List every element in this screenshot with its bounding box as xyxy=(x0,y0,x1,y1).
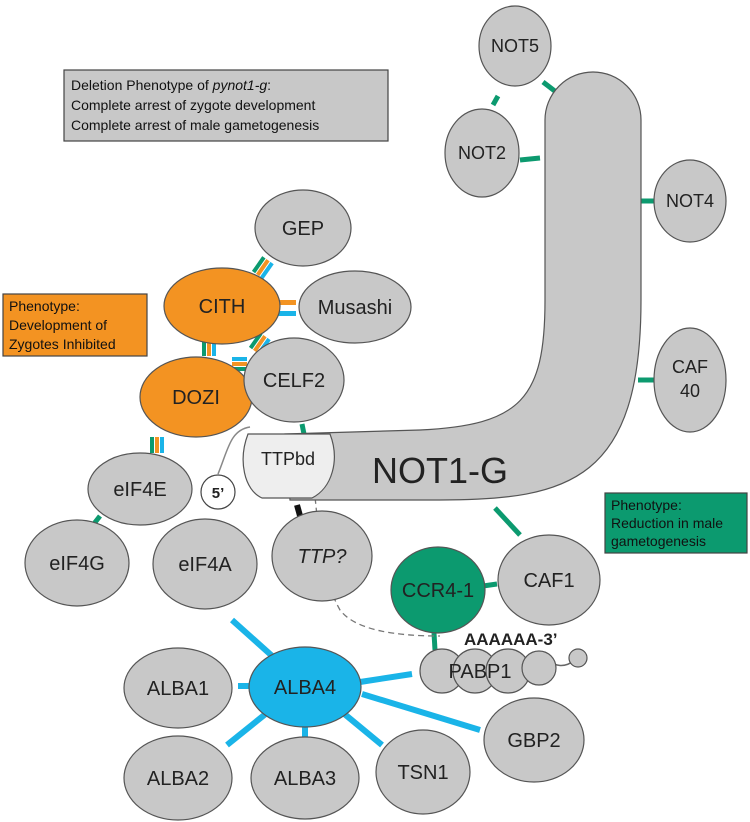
connector-not2-not1 xyxy=(519,155,541,163)
node-celf2: CELF2 xyxy=(243,337,345,423)
node-dozi: DOZI xyxy=(139,356,253,438)
svg-text:Phenotype:: Phenotype: xyxy=(9,298,80,314)
svg-text:ALBA1: ALBA1 xyxy=(147,678,209,700)
double-connector-cith-dozi xyxy=(202,340,216,356)
not1g-scaffold xyxy=(284,71,642,501)
mrna-5prime-loop xyxy=(217,426,251,475)
double-connector-cith-musashi xyxy=(273,300,296,316)
connector-alba4-tsn1 xyxy=(340,709,384,748)
svg-text:DOZI: DOZI xyxy=(172,387,220,409)
node-alba4: ALBA4 xyxy=(248,646,362,728)
svg-text:NOT2: NOT2 xyxy=(458,143,506,163)
svg-text:CCR4-1: CCR4-1 xyxy=(402,580,474,602)
connector-alba4-gbp2 xyxy=(361,691,481,733)
connector-ccr4-pabp1 xyxy=(431,632,438,651)
node-tsn1: TSN1 xyxy=(375,729,471,815)
node-gbp2: GBP2 xyxy=(483,697,585,783)
node-alba1: ALBA1 xyxy=(123,647,233,729)
node-not4: NOT4 xyxy=(653,159,727,243)
svg-text:40: 40 xyxy=(680,381,700,401)
svg-text:NOT5: NOT5 xyxy=(491,36,539,56)
svg-text:Phenotype:: Phenotype: xyxy=(611,497,682,513)
svg-text:ALBA3: ALBA3 xyxy=(274,768,336,790)
svg-text:GEP: GEP xyxy=(282,218,324,240)
node-eif4a: eIF4A xyxy=(152,518,258,610)
connector-alba4-pabp1 xyxy=(359,671,413,685)
node-not2: NOT2 xyxy=(444,108,520,198)
svg-text:Reduction in male: Reduction in male xyxy=(611,515,723,531)
double-connector-dozi-eif4e xyxy=(150,437,164,453)
svg-text:gametogenesis: gametogenesis xyxy=(611,533,706,549)
node-musashi: Musashi xyxy=(298,270,412,344)
svg-text:eIF4A: eIF4A xyxy=(178,554,232,576)
node-ttp: TTP? xyxy=(271,510,373,602)
deletion-phenotype-box: Deletion Phenotype of pynot1-g: Complete… xyxy=(63,69,389,142)
node-pabp1: PABP1 xyxy=(419,648,588,694)
node-eif4g: eIF4G xyxy=(24,519,130,607)
five-prime-label: 5’ xyxy=(212,485,225,502)
svg-text:Zygotes Inhibited: Zygotes Inhibited xyxy=(9,336,116,352)
not1g-label: NOT1-G xyxy=(372,450,508,491)
ttpbd-domain xyxy=(242,433,335,499)
svg-text:NOT4: NOT4 xyxy=(666,191,714,211)
five-prime-cap xyxy=(200,474,236,510)
svg-text:CAF: CAF xyxy=(672,357,708,377)
svg-text:CELF2: CELF2 xyxy=(263,370,325,392)
svg-text:TSN1: TSN1 xyxy=(397,762,448,784)
svg-text:ALBA2: ALBA2 xyxy=(147,768,209,790)
ttpbd-label: TTPbd xyxy=(261,449,315,469)
node-cith: CITH xyxy=(163,267,281,345)
double-connector-gep-cith xyxy=(251,256,274,279)
connector-alba4-alba2 xyxy=(225,709,270,748)
svg-text:ALBA4: ALBA4 xyxy=(274,677,336,699)
svg-text:GBP2: GBP2 xyxy=(507,730,560,752)
svg-text:Complete arrest of zygote deve: Complete arrest of zygote development xyxy=(71,97,315,113)
node-alba3: ALBA3 xyxy=(250,736,360,820)
svg-text:PABP1: PABP1 xyxy=(449,661,512,683)
node-ccr41: CCR4-1 xyxy=(390,546,486,634)
node-not5: NOT5 xyxy=(478,5,552,87)
connector-celf2-not1 xyxy=(299,423,307,435)
svg-text:CITH: CITH xyxy=(199,296,246,318)
node-eif4e: eIF4E xyxy=(87,452,193,526)
nodes: NOT5 NOT2 NOT4 CAF 40 GEP CITH Musashi xyxy=(24,5,727,821)
connector-caf1-not1 xyxy=(493,506,522,537)
double-connector-dozi-celf2 xyxy=(232,357,247,371)
green-phenotype-box: Phenotype: Reduction in male gametogenes… xyxy=(604,492,748,554)
node-gep: GEP xyxy=(254,189,352,267)
node-caf40: CAF 40 xyxy=(653,327,727,433)
svg-text:TTP?: TTP? xyxy=(298,546,348,568)
svg-text:Development of: Development of xyxy=(9,317,107,333)
svg-text:Complete arrest of male gameto: Complete arrest of male gametogenesis xyxy=(71,117,319,133)
svg-text:Deletion Phenotype of pynot1-g: Deletion Phenotype of pynot1-g: xyxy=(71,77,271,93)
node-caf1: CAF1 xyxy=(497,534,601,626)
connector-not5-not2 xyxy=(490,94,501,107)
svg-text:eIF4E: eIF4E xyxy=(113,479,166,501)
svg-text:CAF1: CAF1 xyxy=(523,570,574,592)
orange-phenotype-box: Phenotype: Development of Zygotes Inhibi… xyxy=(2,293,148,357)
node-alba2: ALBA2 xyxy=(123,735,233,821)
svg-text:Musashi: Musashi xyxy=(318,297,392,319)
polya-label: AAAAAA-3’ xyxy=(464,630,558,649)
svg-text:eIF4G: eIF4G xyxy=(49,553,105,575)
